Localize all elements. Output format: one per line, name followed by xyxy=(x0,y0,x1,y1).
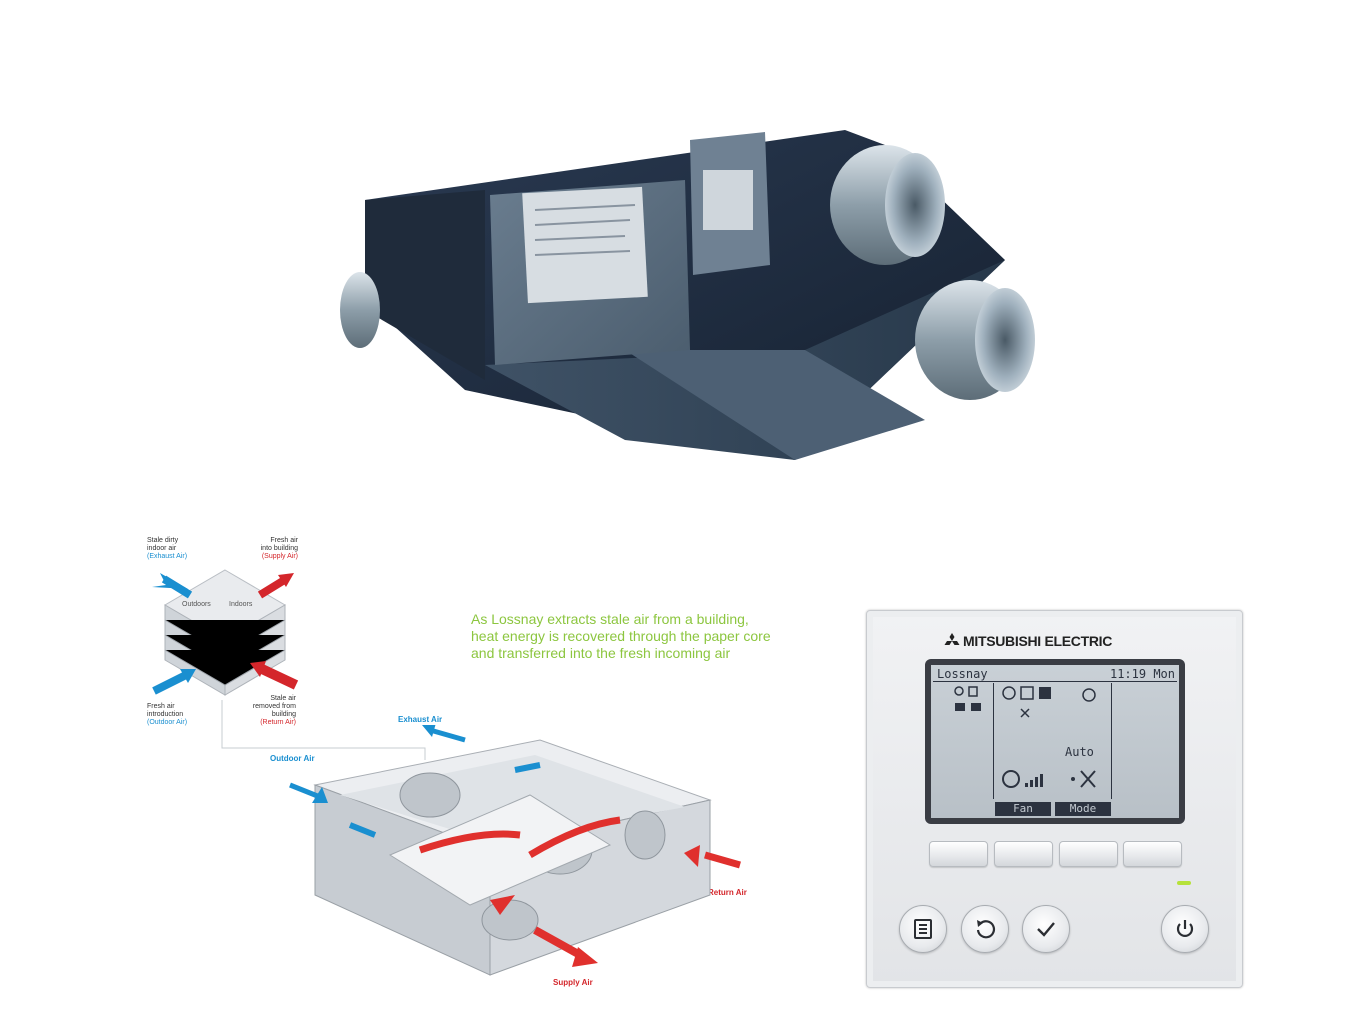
return-air-label: Return Air xyxy=(708,888,747,897)
outdoor-air-sub: (Outdoor Air) xyxy=(147,719,188,726)
fresh-intro-line2: introduction xyxy=(147,711,184,718)
stale-removed-line2: removed from xyxy=(252,703,296,710)
stale-removed-line3: building xyxy=(271,711,296,718)
menu-icon xyxy=(914,919,932,939)
outdoor-air-label: Outdoor Air xyxy=(270,754,315,763)
outdoors-label: Outdoors xyxy=(182,601,211,608)
fresh-air-line1: Fresh air xyxy=(270,537,298,544)
lossnay-cutaway-diagram xyxy=(289,725,741,976)
indoors-label: Indoors xyxy=(229,601,253,608)
supply-air-label: Supply Air xyxy=(553,978,593,987)
softkey-mode: Mode xyxy=(1055,802,1111,816)
remote-controller: MITSUBISHI ELECTRIC Lossnay 11:19 Mon xyxy=(866,610,1243,988)
stale-air-label: Stale dirty indoor air (Exhaust Air) xyxy=(147,537,187,561)
fresh-intro-line1: Fresh air xyxy=(147,703,175,710)
stale-air-line1: Stale dirty xyxy=(147,537,179,544)
stale-removed-label: Stale air removed from building (Return … xyxy=(250,695,296,727)
lcd-bezel: Lossnay 11:19 Mon Auto xyxy=(925,659,1185,824)
fresh-intro-label: Fresh air introduction (Outdoor Air) xyxy=(147,703,187,727)
lcd-mode-value: Auto xyxy=(1065,745,1094,759)
lossnay-description: As Lossnay extracts stale air from a bui… xyxy=(471,611,771,661)
function-button-1[interactable] xyxy=(929,841,988,867)
lcd-screen: Lossnay 11:19 Mon Auto xyxy=(931,665,1179,818)
function-button-3[interactable] xyxy=(1059,841,1118,867)
confirm-button[interactable] xyxy=(1022,905,1070,953)
exhaust-air-sub: (Exhaust Air) xyxy=(147,553,188,560)
lcd-title: Lossnay xyxy=(937,667,988,681)
brand-label: MITSUBISHI ELECTRIC xyxy=(963,633,1113,649)
power-button[interactable] xyxy=(1161,905,1209,953)
lcd-divider xyxy=(933,681,1177,682)
return-icon xyxy=(976,920,996,939)
fresh-air-line2: into building xyxy=(260,545,298,552)
lcd-column-divider xyxy=(1111,683,1112,799)
menu-button[interactable] xyxy=(899,905,947,953)
supply-air-sub: (Supply Air) xyxy=(261,553,298,560)
stale-removed-line1: Stale air xyxy=(270,695,296,702)
lcd-column-divider xyxy=(993,683,994,799)
fan-speed-icon xyxy=(1002,770,1096,788)
return-air-sub: (Return Air) xyxy=(260,719,296,726)
check-icon xyxy=(1037,922,1055,937)
power-led xyxy=(1177,881,1191,885)
power-icon xyxy=(1176,920,1194,937)
mitsubishi-logo-icon xyxy=(944,633,960,645)
stale-air-line2: indoor air xyxy=(147,545,177,552)
connector-lines xyxy=(221,700,426,760)
lcd-clock: 11:19 Mon xyxy=(1109,667,1175,681)
status-icons xyxy=(954,686,981,711)
lossnay-unit-photo xyxy=(340,130,1035,460)
function-button-4[interactable] xyxy=(1123,841,1182,867)
timer-icons xyxy=(1002,686,1096,718)
heat-exchange-core-diagram xyxy=(152,569,299,696)
exhaust-air-label: Exhaust Air xyxy=(398,715,443,724)
fresh-air-label: Fresh air into building (Supply Air) xyxy=(250,537,298,561)
softkey-fan: Fan xyxy=(995,802,1051,816)
function-button-2[interactable] xyxy=(994,841,1053,867)
return-button[interactable] xyxy=(961,905,1009,953)
